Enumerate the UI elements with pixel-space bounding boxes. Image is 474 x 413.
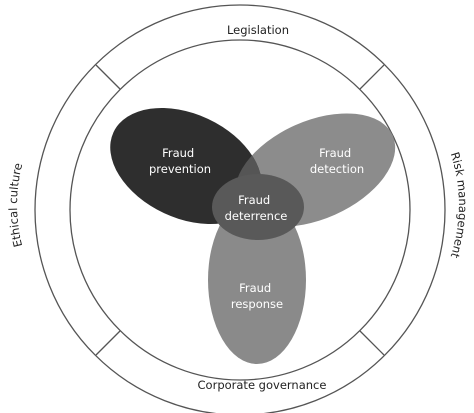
label-fraud-deterrence-line1: Fraud [238, 193, 270, 207]
ring-label-risk-management-wrap: Risk management [448, 150, 470, 260]
label-fraud-detection-line1: Fraud [319, 146, 351, 160]
label-fraud-prevention-line2: prevention [149, 162, 211, 176]
label-fraud-response-line1: Fraud [239, 281, 271, 295]
label-fraud-response-line2: response [231, 297, 283, 311]
label-fraud-prevention: Fraud prevention [149, 146, 211, 176]
label-fraud-prevention-line1: Fraud [162, 146, 194, 160]
ring-label-corporate-governance: Corporate governance [198, 378, 327, 392]
ring-label-legislation: Legislation [227, 23, 289, 37]
label-fraud-response: Fraud response [231, 281, 283, 311]
center-fraud-deterrence [212, 174, 304, 240]
label-fraud-detection: Fraud detection [310, 146, 364, 176]
inner-circle [69, 39, 411, 381]
petal-fraud-response [208, 196, 306, 364]
label-fraud-deterrence: Fraud deterrence [225, 193, 288, 223]
ring-label-ethical-culture: Ethical culture [6, 161, 25, 248]
ring-label-ethical-culture-wrap: Ethical culture [6, 161, 25, 248]
ring-divider-top-left [95, 64, 121, 90]
ring-divider-bottom-left [95, 330, 121, 356]
outer-circle [34, 4, 446, 413]
label-fraud-detection-line2: detection [310, 162, 364, 176]
label-fraud-deterrence-line2: deterrence [225, 209, 288, 223]
outer-ring [34, 4, 446, 413]
ring-label-risk-management: Risk management [448, 150, 470, 260]
ring-divider-bottom-right [359, 330, 385, 356]
ring-divider-top-right [359, 64, 385, 90]
